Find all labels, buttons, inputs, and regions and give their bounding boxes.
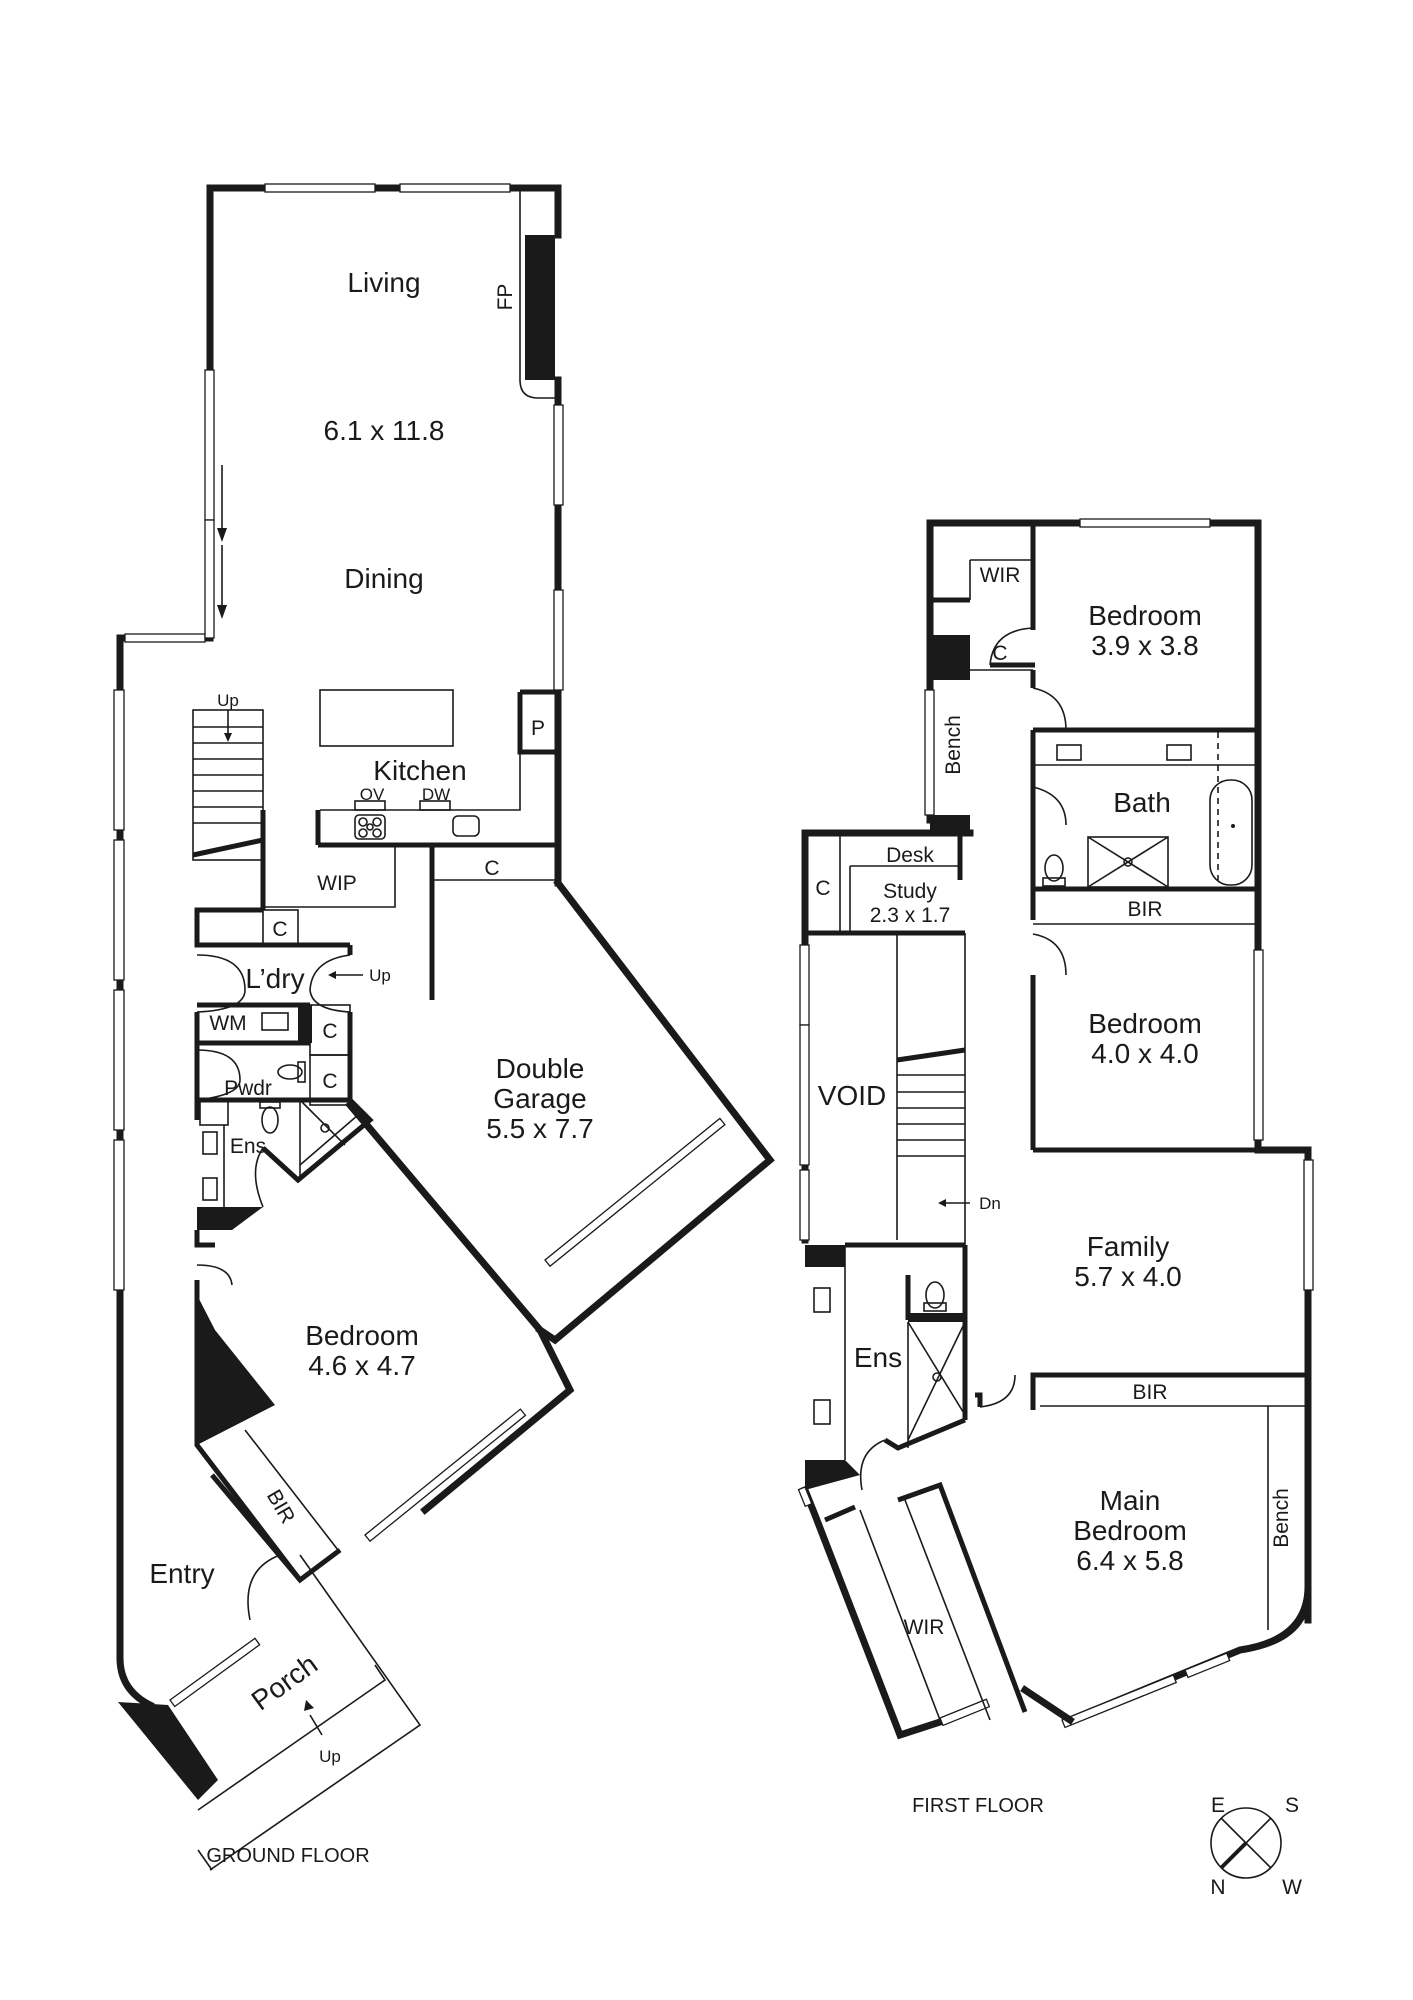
bath-label: Bath — [1113, 787, 1171, 818]
living-label: Living — [347, 267, 420, 298]
kitchen-cupboard-label: C — [484, 857, 499, 880]
first-floor-title: FIRST FLOOR — [912, 1795, 1044, 1817]
left-bench-label: Bench — [942, 715, 965, 775]
bedroom-solid-wall — [197, 1295, 275, 1445]
compass-east-label: E — [1211, 1794, 1225, 1817]
ground-floor-title: GROUND FLOOR — [206, 1845, 369, 1867]
main-bedroom-label-line2: Bedroom — [1073, 1515, 1187, 1546]
laundry-cupboard-label: C — [272, 918, 287, 941]
void-label: VOID — [818, 1080, 886, 1111]
main-wir-label: WIR — [904, 1616, 945, 1639]
study-cupboard-label: C — [815, 877, 830, 900]
desk-label: Desk — [886, 844, 934, 867]
garage-size-label: 5.5 x 7.7 — [486, 1113, 593, 1144]
fireplace-block — [525, 235, 555, 380]
bedroom-2-size-label: 4.0 x 4.0 — [1091, 1038, 1198, 1069]
washing-machine-label: WM — [209, 1012, 246, 1035]
garage-label-line1: Double — [496, 1053, 585, 1084]
cupboard-2-label: C — [322, 1070, 337, 1093]
bir-2-label: BIR — [1132, 1381, 1167, 1404]
living-dining-size-label: 6.1 x 11.8 — [324, 415, 445, 446]
bir-1-label: BIR — [1127, 898, 1162, 921]
laundry-label: L’dry — [245, 963, 304, 994]
garage-label-line2: Garage — [493, 1083, 586, 1114]
first-floor-plan — [797, 518, 1314, 1740]
entry-solid-wall — [118, 1702, 218, 1800]
dining-label: Dining — [344, 563, 423, 594]
study-label: Study — [883, 880, 937, 903]
top-cupboard-label: C — [992, 642, 1007, 665]
first-ensuite-label: Ens — [854, 1342, 902, 1373]
ground-bedroom-size-label: 4.6 x 4.7 — [308, 1350, 415, 1381]
ground-bedroom-label: Bedroom — [305, 1320, 419, 1351]
laundry-up-arrow-icon — [328, 971, 363, 979]
ground-stairs — [192, 709, 264, 861]
laundry-up-label: Up — [369, 966, 391, 985]
fireplace-label: FP — [494, 284, 517, 311]
stairs-down-arrow-icon — [938, 1199, 970, 1207]
right-bench-label: Bench — [1270, 1488, 1293, 1548]
ground-ensuite-label: Ens — [230, 1135, 266, 1158]
pantry-label: P — [531, 717, 545, 740]
compass-north-label: N — [1210, 1876, 1225, 1899]
kitchen-island — [319, 689, 454, 747]
family-size-label: 5.7 x 4.0 — [1074, 1261, 1181, 1292]
stairs-up-label: Up — [217, 691, 239, 710]
bedroom-2-label: Bedroom — [1088, 1008, 1202, 1039]
compass-south-label: S — [1285, 1794, 1299, 1817]
oven-label: OV — [360, 785, 385, 804]
compass-west-label: W — [1282, 1876, 1302, 1899]
powder-label: Pwdr — [224, 1077, 272, 1100]
ground-floor-plan — [113, 183, 775, 1871]
main-bedroom-size-label: 6.4 x 5.8 — [1076, 1545, 1183, 1576]
stairs-down-label: Dn — [979, 1194, 1001, 1213]
compass-icon — [1210, 1807, 1282, 1879]
top-wir-label: WIR — [980, 564, 1021, 587]
kitchen-label: Kitchen — [373, 755, 466, 786]
cupboard-1-label: C — [322, 1020, 337, 1043]
dishwasher-label: DW — [422, 785, 450, 804]
entry-label: Entry — [149, 1558, 214, 1589]
study-size-label: 2.3 x 1.7 — [870, 904, 951, 927]
main-bedroom-label-line1: Main — [1100, 1485, 1161, 1516]
family-label: Family — [1087, 1231, 1169, 1262]
bedroom-1-size-label: 3.9 x 3.8 — [1091, 630, 1198, 661]
bedroom-1-label: Bedroom — [1088, 600, 1202, 631]
porch-up-label: Up — [319, 1747, 341, 1766]
wip-label: WIP — [317, 872, 357, 895]
